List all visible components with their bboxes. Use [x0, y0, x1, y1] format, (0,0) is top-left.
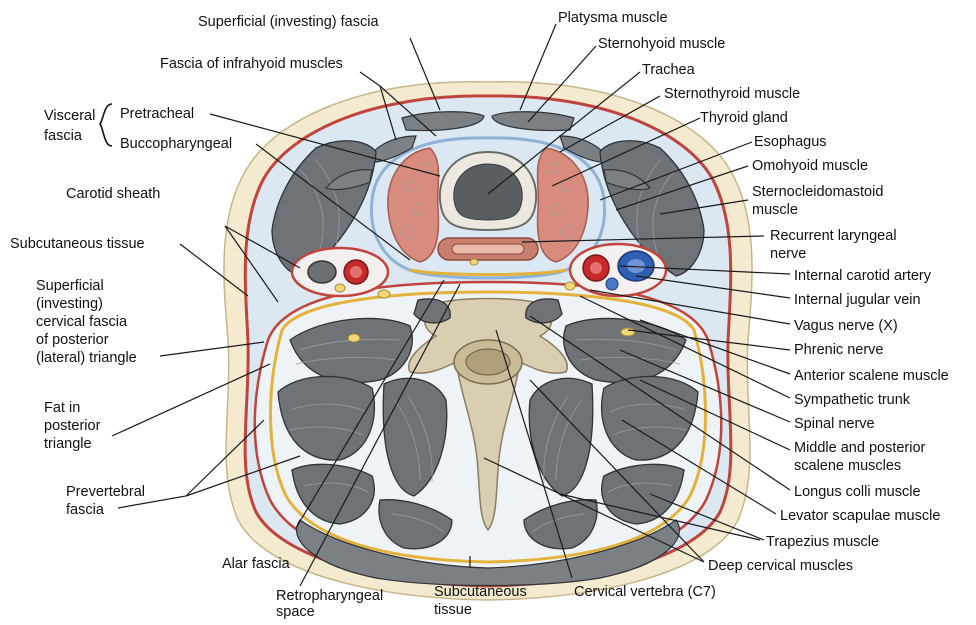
label-fascia-infrahyoid: Fascia of infrahyoid muscles [160, 56, 343, 72]
label-middle-posterior-scalene-2: scalene muscles [794, 458, 901, 474]
label-buccopharyngeal: Buccopharyngeal [120, 136, 232, 152]
label-sternohyoid: Sternohyoid muscle [598, 36, 725, 52]
label-omohyoid: Omohyoid muscle [752, 158, 868, 174]
label-cervical-vertebra: Cervical vertebra (C7) [574, 584, 716, 600]
label-prevertebral-2: fascia [66, 502, 105, 518]
label-fat-posterior-1: Fat in [44, 400, 80, 416]
label-superficial-cervical-4: of posterior [36, 332, 109, 348]
label-levator-scapulae: Levator scapulae muscle [780, 508, 940, 524]
label-scm-1: Sternocleidomastoid [752, 184, 883, 200]
label-superficial-cervical-2: (investing) [36, 296, 103, 312]
label-superficial-cervical-1: Superficial [36, 278, 104, 294]
label-esophagus: Esophagus [754, 134, 827, 150]
label-fat-posterior-3: triangle [44, 436, 92, 452]
label-carotid-sheath: Carotid sheath [66, 186, 160, 202]
label-trachea: Trachea [642, 62, 696, 78]
label-pretracheal: Pretracheal [120, 106, 194, 122]
label-retropharyngeal-1: Retropharyngeal [276, 588, 383, 604]
label-middle-posterior-scalene-1: Middle and posterior [794, 440, 926, 456]
label-trapezius: Trapezius muscle [766, 534, 879, 550]
label-superficial-investing-fascia: Superficial (investing) fascia [198, 14, 379, 30]
label-subcutaneous-bottom-2: tissue [434, 602, 472, 618]
label-scm-2: muscle [752, 202, 798, 218]
trachea-lumen [454, 164, 522, 220]
label-anterior-scalene: Anterior scalene muscle [794, 368, 949, 384]
carotid-sheath-left [292, 248, 388, 296]
label-platysma: Platysma muscle [558, 10, 668, 26]
label-internal-carotid: Internal carotid artery [794, 268, 932, 284]
label-alar-fascia: Alar fascia [222, 556, 291, 572]
label-sympathetic-trunk: Sympathetic trunk [794, 392, 911, 408]
label-retropharyngeal-2: space [276, 604, 315, 620]
label-superficial-cervical-5: (lateral) triangle [36, 350, 137, 366]
label-superficial-cervical-3: cervical fascia [36, 314, 128, 330]
label-subcutaneous-tissue: Subcutaneous tissue [10, 236, 145, 252]
label-sternothyroid: Sternothyroid muscle [664, 86, 800, 102]
carotid-sheath-right [570, 244, 666, 296]
label-subcutaneous-bottom-1: Subcutaneous [434, 584, 527, 600]
label-internal-jugular: Internal jugular vein [794, 292, 921, 308]
label-deep-cervical: Deep cervical muscles [708, 558, 853, 574]
label-spinal-nerve: Spinal nerve [794, 416, 875, 432]
label-visceral-fascia-1: Visceral [44, 108, 95, 124]
label-recurrent-laryngeal-2: nerve [770, 246, 806, 262]
label-thyroid-gland: Thyroid gland [700, 110, 788, 126]
label-prevertebral-1: Prevertebral [66, 484, 145, 500]
label-fat-posterior-2: posterior [44, 418, 101, 434]
label-visceral-fascia-2: fascia [44, 128, 83, 144]
label-recurrent-laryngeal-1: Recurrent laryngeal [770, 228, 897, 244]
label-phrenic: Phrenic nerve [794, 342, 883, 358]
label-longus-colli: Longus colli muscle [794, 484, 921, 500]
label-vagus: Vagus nerve (X) [794, 318, 898, 334]
visceral-fascia-brace [100, 104, 112, 146]
